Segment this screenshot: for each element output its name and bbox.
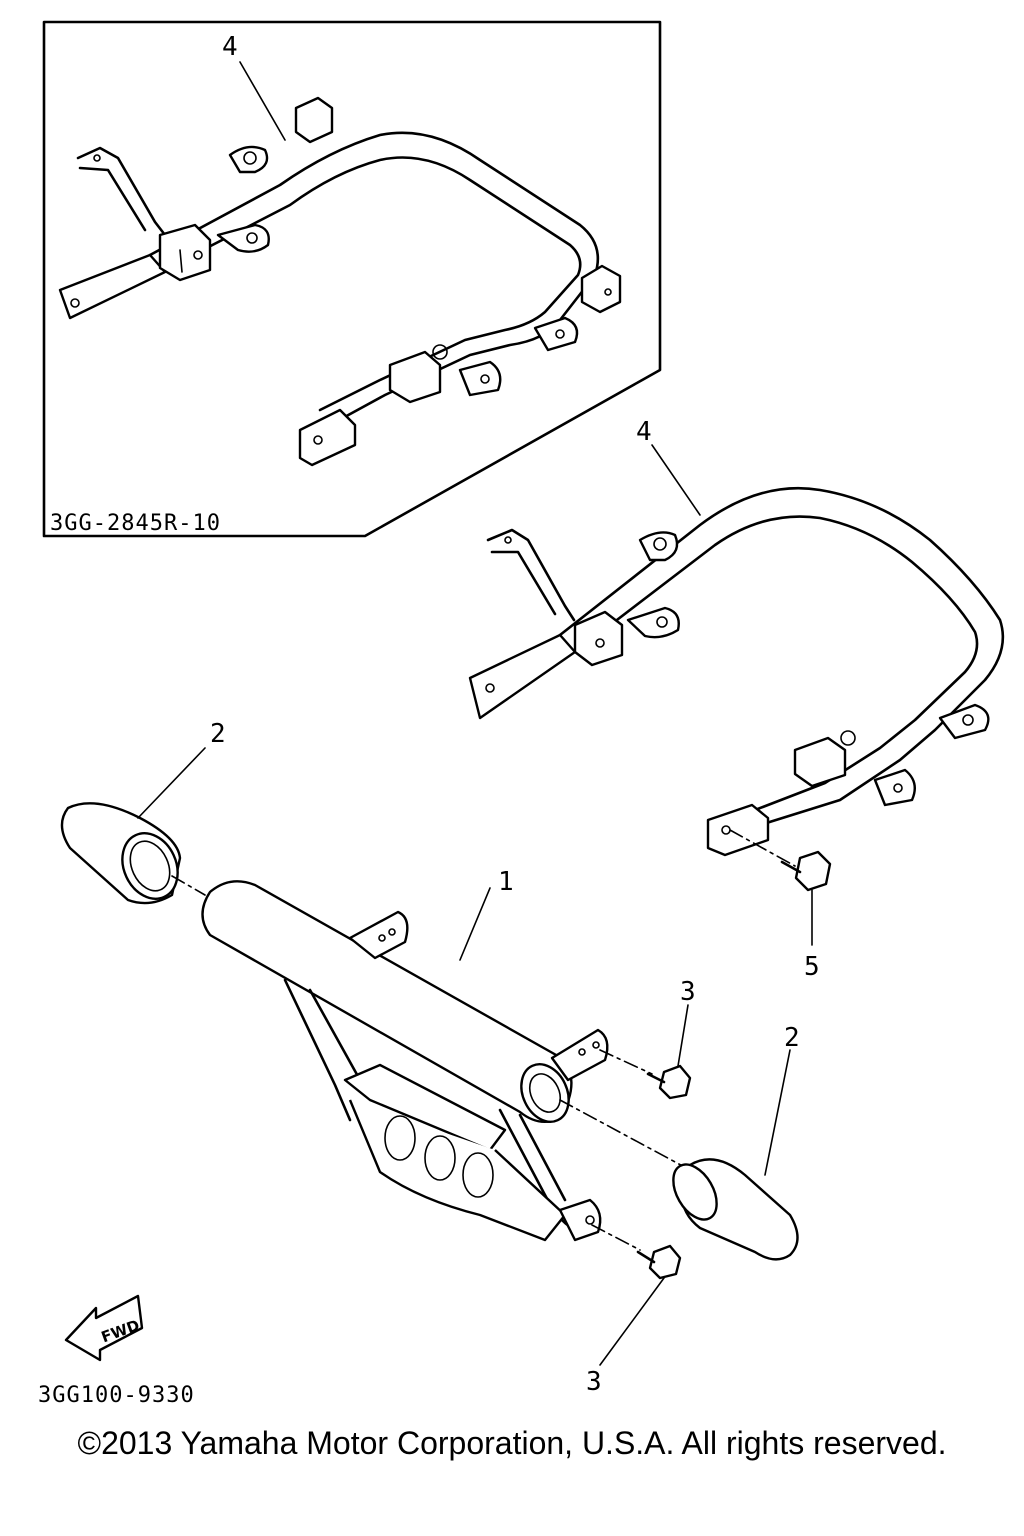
inset-box: 3GG-2845R-10 <box>42 20 662 538</box>
diagram-code: 3GG100-9330 <box>38 1383 195 1408</box>
bolt-3-lower <box>591 1224 682 1366</box>
inset-rear-frame <box>58 96 622 467</box>
fwd-arrow-icon: FWD <box>64 1294 144 1362</box>
rear-frame <box>468 486 1005 857</box>
leader-inset-frame <box>239 61 286 141</box>
callout-bolt-lower: 3 <box>586 1367 602 1397</box>
left-end-cap <box>60 747 206 905</box>
callout-left-cap: 2 <box>210 719 226 749</box>
callout-bumper: 1 <box>498 867 514 897</box>
copyright-notice: ©2013 Yamaha Motor Corporation, U.S.A. A… <box>77 1425 947 1461</box>
bolt-5 <box>729 829 832 946</box>
callout-frame-bolt: 5 <box>804 952 820 982</box>
callout-bolt-upper: 3 <box>680 977 696 1007</box>
bolt-3-upper <box>599 1004 692 1100</box>
right-end-cap <box>559 1049 799 1261</box>
callout-inset-frame: 4 <box>222 32 238 62</box>
leader-rear-frame <box>651 444 701 516</box>
callout-rear-frame: 4 <box>636 417 652 447</box>
front-bumper <box>201 880 609 1242</box>
inset-part-number: 3GG-2845R-10 <box>50 511 221 536</box>
callout-right-cap: 2 <box>784 1023 800 1053</box>
